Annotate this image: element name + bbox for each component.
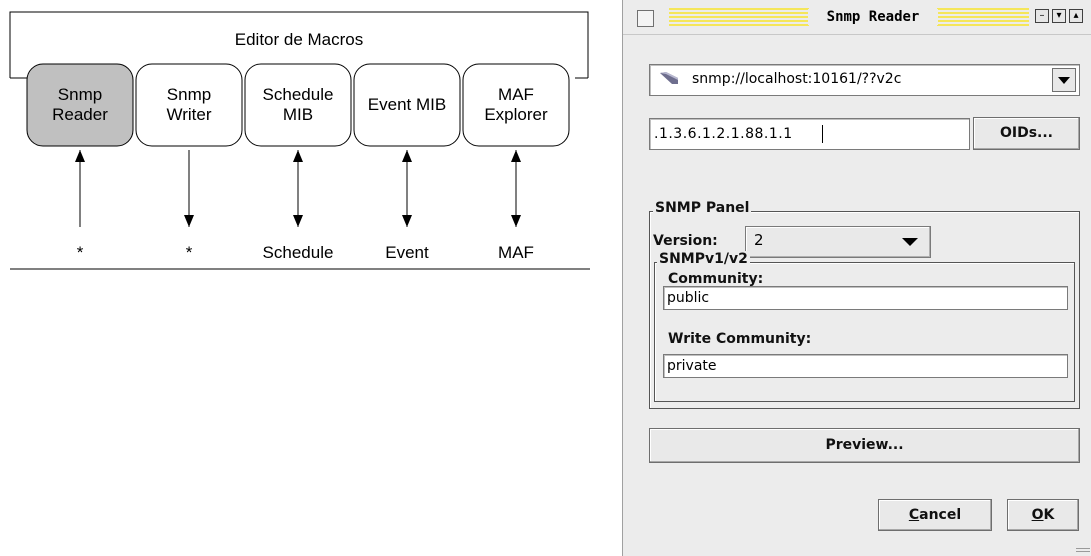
bottom-label-event: Event: [385, 243, 429, 262]
bottom-label-maf: MAF: [498, 243, 534, 262]
agent-url-combo[interactable]: snmp://localhost:10161/??v2c: [649, 64, 1080, 96]
snmp-panel-title: SNMP Panel: [653, 200, 752, 216]
editor-title: Editor de Macros: [234, 30, 364, 49]
cancel-button-label: ancel: [919, 507, 962, 523]
preview-button[interactable]: Preview...: [649, 428, 1080, 463]
bottom-label-reader: *: [76, 243, 84, 262]
write-community-value: private: [667, 358, 717, 374]
community-input[interactable]: public: [663, 286, 1068, 310]
window-title: Snmp Reader: [808, 9, 938, 25]
tab-shape: [26, 63, 134, 147]
editor-box: [9, 11, 589, 78]
arrow-down-icon: [402, 215, 412, 227]
arrow-up-icon: [75, 150, 85, 162]
cancel-mnemonic: C: [908, 507, 920, 523]
tab-snmp-writer: Snmp Writer: [166, 85, 212, 124]
version-label: Version:: [653, 233, 718, 249]
agent-icon: [660, 72, 678, 84]
tab-shape: [462, 63, 570, 147]
write-community-input[interactable]: private: [663, 354, 1068, 378]
chevron-down-icon: [902, 238, 918, 246]
oid-input-value: .1.3.6.1.2.1.88.1.1: [654, 126, 793, 142]
arrow-up-icon: [402, 150, 412, 162]
arrow-up-icon: [293, 150, 303, 162]
snmpv1v2-title: SNMPv1/v2: [657, 251, 750, 267]
cancel-button[interactable]: Cancel: [878, 499, 992, 531]
window-menu-button[interactable]: [637, 10, 654, 27]
text-caret: [822, 125, 823, 143]
title-bar[interactable]: Snmp Reader – ▾ ▴: [623, 0, 1091, 35]
community-label: Community:: [668, 271, 764, 287]
tab-snmp-reader: Snmp Reader: [52, 85, 108, 124]
arrow-down-icon: [293, 215, 303, 227]
tab-shape: [244, 63, 352, 147]
agent-url-value: snmp://localhost:10161/??v2c: [692, 71, 902, 87]
resize-grip[interactable]: [1076, 546, 1090, 554]
bottom-label-schedule: Schedule: [262, 243, 334, 262]
arrow-down-icon: [511, 215, 521, 227]
maximize-icon[interactable]: ▴: [1069, 9, 1083, 23]
title-stripes-left: [669, 8, 809, 26]
tab-event-mib: Event MIB: [367, 95, 447, 114]
ok-button[interactable]: OK: [1007, 499, 1079, 531]
oid-input[interactable]: .1.3.6.1.2.1.88.1.1: [649, 118, 970, 150]
snmpv1v2-group: [654, 262, 1075, 402]
version-select[interactable]: 2: [745, 226, 931, 258]
diagram-lines: [9, 11, 590, 270]
tab-maf-explorer: MAF Explorer: [484, 85, 548, 124]
bottom-label-writer: *: [185, 243, 193, 262]
tab-schedule-mib: Schedule MIB: [262, 85, 334, 124]
oids-button[interactable]: OIDs...: [973, 117, 1080, 150]
ok-button-label: K: [1043, 507, 1055, 523]
snmp-reader-dialog: Snmp Reader – ▾ ▴ snmp://localhost:10161…: [622, 0, 1091, 556]
snmp-panel-group: [649, 211, 1080, 409]
arrow-down-icon: [184, 215, 194, 227]
minimize-icon[interactable]: –: [1035, 9, 1049, 23]
write-community-label: Write Community:: [668, 331, 812, 347]
arrow-up-icon: [511, 150, 521, 162]
tab-shape: [135, 63, 243, 147]
macro-editor-diagram: Editor de Macros Snmp Reader Snmp Writer…: [0, 0, 600, 300]
version-value: 2: [754, 231, 764, 249]
tab-shape: [353, 63, 461, 147]
ok-mnemonic: O: [1031, 507, 1044, 523]
community-value: public: [667, 290, 710, 306]
chevron-down-icon[interactable]: [1052, 68, 1076, 92]
title-stripes-right: [937, 8, 1029, 26]
shade-icon[interactable]: ▾: [1052, 9, 1066, 23]
